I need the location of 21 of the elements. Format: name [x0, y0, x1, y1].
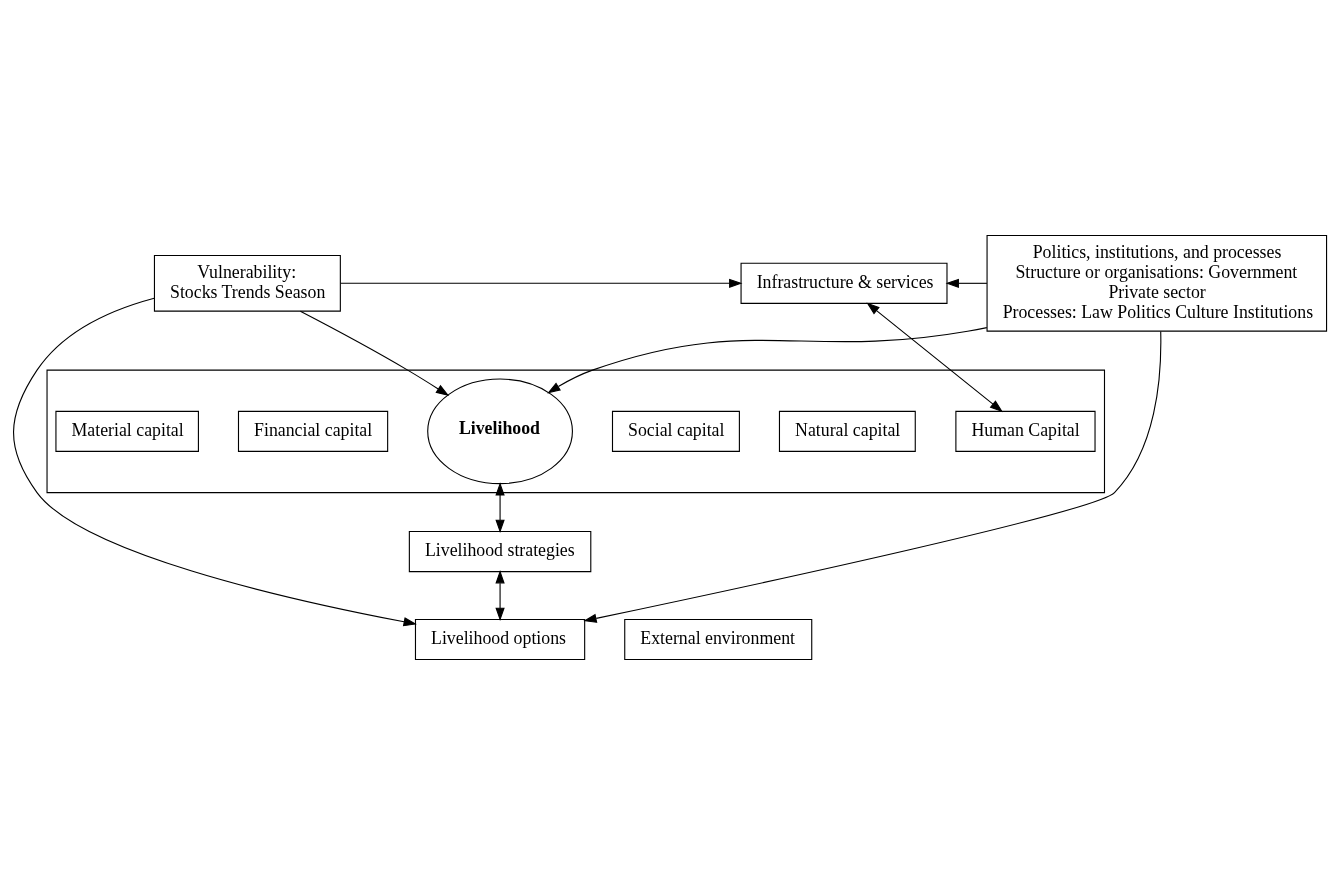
node-box: Vulnerability: Stocks Trends Season [153, 254, 341, 312]
node-box: External environment [624, 618, 813, 660]
arrow [583, 330, 1162, 623]
node-box: Natural capital [778, 410, 916, 452]
node-box: Infrastructure & services [740, 262, 948, 304]
arrow [547, 326, 988, 393]
node-box: Financial capital [237, 410, 389, 452]
cluster [46, 369, 1106, 493]
node-box: Social capital [611, 410, 740, 452]
node-box: Politics, institutions, and processes Structure or organisations: Government Private sector Processes: Law Politics Culture Institutions [986, 234, 1328, 332]
arrow [13, 297, 417, 626]
node-box: Livelihood options [414, 618, 586, 660]
arrow [866, 301, 1004, 412]
node-box: Livelihood strategies [408, 530, 592, 572]
arrow [299, 310, 450, 396]
arrow [495, 569, 505, 621]
arrow [495, 481, 505, 533]
node-box: Human Capital [955, 410, 1096, 452]
node-box: Material capital [55, 410, 199, 452]
arrow [340, 278, 743, 288]
arrow [945, 278, 988, 288]
